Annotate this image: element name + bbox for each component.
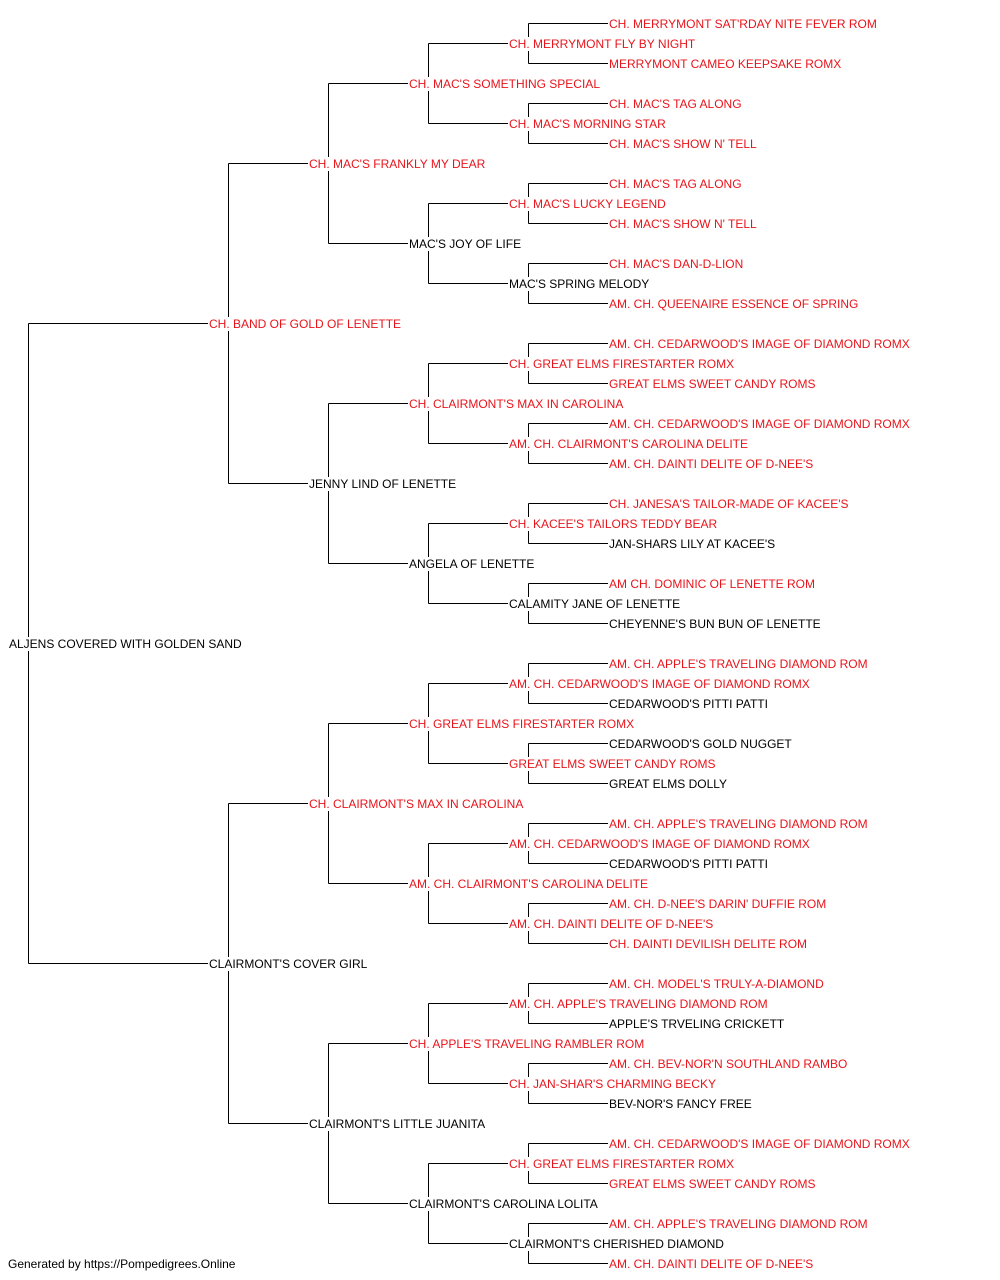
dog-name-gen-5: CH. MAC'S DAN-D-LION: [608, 256, 745, 271]
dog-name-gen-5: MERRYMONT CAMEO KEEPSAKE ROMX: [608, 56, 843, 71]
dog-name-gen-4: AM. CH. DAINTI DELITE OF D-NEE'S: [508, 916, 715, 931]
dog-name-gen-5: AM. CH. D-NEE'S DARIN' DUFFIE ROM: [608, 896, 828, 911]
dog-name-gen-3: AM. CH. CLAIRMONT'S CAROLINA DELITE: [408, 876, 649, 891]
dog-name-gen-5: CH. MERRYMONT SAT'RDAY NITE FEVER ROM: [608, 16, 878, 31]
dog-name-gen-3: MAC'S JOY OF LIFE: [408, 236, 523, 251]
dog-name-gen-4: CALAMITY JANE OF LENETTE: [508, 596, 682, 611]
dog-name-gen-4: CLAIRMONT'S CHERISHED DIAMOND: [508, 1236, 725, 1251]
dog-name-gen-3: ANGELA OF LENETTE: [408, 556, 536, 571]
dog-name-gen-1: CH. BAND OF GOLD OF LENETTE: [208, 316, 403, 331]
dog-name-gen-5: GREAT ELMS SWEET CANDY ROMS: [608, 1176, 817, 1191]
dog-name-gen-4: CH. MAC'S MORNING STAR: [508, 116, 667, 131]
dog-name-gen-5: CH. MAC'S SHOW N' TELL: [608, 136, 758, 151]
dog-name-gen-5: CHEYENNE'S BUN BUN OF LENETTE: [608, 616, 822, 631]
dog-name-gen-5: GREAT ELMS DOLLY: [608, 776, 729, 791]
dog-name-gen-4: CH. MERRYMONT FLY BY NIGHT: [508, 36, 697, 51]
dog-name-gen-5: CH. MAC'S TAG ALONG: [608, 176, 743, 191]
dog-name-gen-5: AM. CH. QUEENAIRE ESSENCE OF SPRING: [608, 296, 860, 311]
footer-credit: Generated by https://Pompedigrees.Online: [8, 1257, 236, 1271]
dog-name-gen-4: CH. GREAT ELMS FIRESTARTER ROMX: [508, 356, 736, 371]
dog-name-gen-4: GREAT ELMS SWEET CANDY ROMS: [508, 756, 717, 771]
dog-name-gen-5: AM CH. DOMINIC OF LENETTE ROM: [608, 576, 817, 591]
dog-name-gen-5: AM. CH. CEDARWOOD'S IMAGE OF DIAMOND ROM…: [608, 1136, 911, 1151]
dog-name-gen-5: CEDARWOOD'S PITTI PATTI: [608, 696, 769, 711]
dog-name-gen-5: CEDARWOOD'S PITTI PATTI: [608, 856, 769, 871]
dog-name-gen-5: AM. CH. BEV-NOR'N SOUTHLAND RAMBO: [608, 1056, 849, 1071]
dog-name-gen-2: CLAIRMONT'S LITTLE JUANITA: [308, 1116, 487, 1131]
dog-name-gen-3: CLAIRMONT'S CAROLINA LOLITA: [408, 1196, 599, 1211]
dog-name-gen-5: CH. JANESA'S TAILOR-MADE OF KACEE'S: [608, 496, 850, 511]
dog-name-gen-5: APPLE'S TRVELING CRICKETT: [608, 1016, 786, 1031]
dog-name-gen-3: CH. APPLE'S TRAVELING RAMBLER ROM: [408, 1036, 646, 1051]
dog-name-gen-4: CH. GREAT ELMS FIRESTARTER ROMX: [508, 1156, 736, 1171]
dog-name-gen-4: CH. JAN-SHAR'S CHARMING BECKY: [508, 1076, 717, 1091]
dog-name-gen-2: CH. CLAIRMONT'S MAX IN CAROLINA: [308, 796, 525, 811]
dog-name-gen-5: CH. MAC'S TAG ALONG: [608, 96, 743, 111]
dog-name-gen-5: AM. CH. APPLE'S TRAVELING DIAMOND ROM: [608, 1216, 869, 1231]
dog-name-gen-4: CH. MAC'S LUCKY LEGEND: [508, 196, 667, 211]
dog-name-gen-2: JENNY LIND OF LENETTE: [308, 476, 458, 491]
dog-name-gen-4: CH. KACEE'S TAILORS TEDDY BEAR: [508, 516, 719, 531]
dog-name-gen-5: AM. CH. DAINTI DELITE OF D-NEE'S: [608, 456, 815, 471]
dog-name-gen-5: CH. DAINTI DEVILISH DELITE ROM: [608, 936, 809, 951]
dog-name-gen-5: AM. CH. APPLE'S TRAVELING DIAMOND ROM: [608, 816, 869, 831]
dog-name-gen-3: CH. CLAIRMONT'S MAX IN CAROLINA: [408, 396, 625, 411]
dog-name-gen-4: AM. CH. CLAIRMONT'S CAROLINA DELITE: [508, 436, 749, 451]
dog-name-gen-5: AM. CH. CEDARWOOD'S IMAGE OF DIAMOND ROM…: [608, 336, 911, 351]
dog-name-gen-5: BEV-NOR'S FANCY FREE: [608, 1096, 753, 1111]
dog-name-gen-3: CH. MAC'S SOMETHING SPECIAL: [408, 76, 601, 91]
dog-name-gen-4: AM. CH. CEDARWOOD'S IMAGE OF DIAMOND ROM…: [508, 676, 811, 691]
dog-name-gen-0: ALJENS COVERED WITH GOLDEN SAND: [8, 636, 243, 651]
dog-name-gen-5: JAN-SHARS LILY AT KACEE'S: [608, 536, 777, 551]
dog-name-gen-3: CH. GREAT ELMS FIRESTARTER ROMX: [408, 716, 636, 731]
dog-name-gen-1: CLAIRMONT'S COVER GIRL: [208, 956, 369, 971]
dog-name-gen-4: AM. CH. CEDARWOOD'S IMAGE OF DIAMOND ROM…: [508, 836, 811, 851]
dog-name-gen-5: AM. CH. CEDARWOOD'S IMAGE OF DIAMOND ROM…: [608, 416, 911, 431]
dog-name-gen-4: MAC'S SPRING MELODY: [508, 276, 651, 291]
dog-name-gen-5: CEDARWOOD'S GOLD NUGGET: [608, 736, 793, 751]
dog-name-gen-4: AM. CH. APPLE'S TRAVELING DIAMOND ROM: [508, 996, 769, 1011]
dog-name-gen-5: AM. CH. DAINTI DELITE OF D-NEE'S: [608, 1256, 815, 1271]
dog-name-gen-5: AM. CH. APPLE'S TRAVELING DIAMOND ROM: [608, 656, 869, 671]
dog-name-gen-5: GREAT ELMS SWEET CANDY ROMS: [608, 376, 817, 391]
dog-name-gen-5: AM. CH. MODEL'S TRULY-A-DIAMOND: [608, 976, 825, 991]
dog-name-gen-5: CH. MAC'S SHOW N' TELL: [608, 216, 758, 231]
dog-name-gen-2: CH. MAC'S FRANKLY MY DEAR: [308, 156, 487, 171]
